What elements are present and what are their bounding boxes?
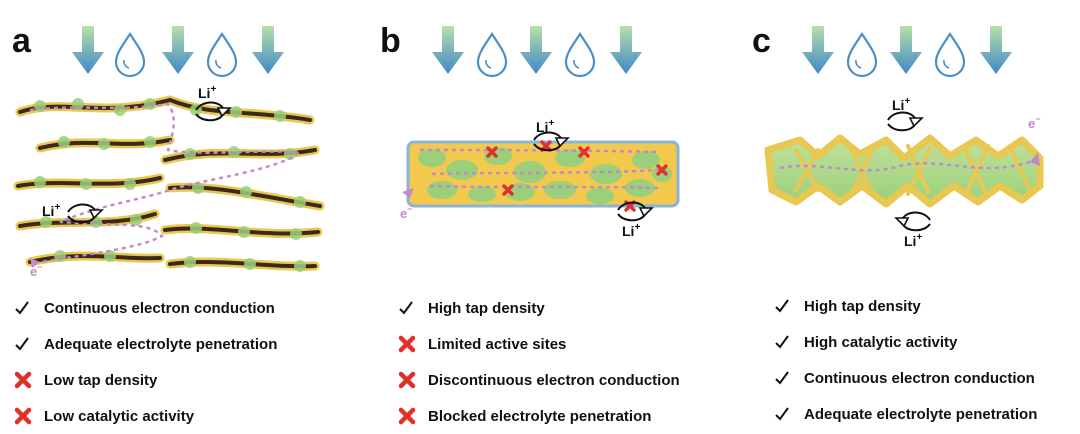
list-item-text: Low catalytic activity xyxy=(44,407,195,425)
arrow-icon xyxy=(890,26,922,74)
catalyst-clusters xyxy=(418,147,672,204)
list-item-text: High tap density xyxy=(428,299,545,317)
electron-arrow-head xyxy=(1030,152,1040,166)
catalyst-particles xyxy=(34,98,306,272)
arrow-icon xyxy=(802,26,834,74)
check-icon xyxy=(774,298,804,314)
check-icon xyxy=(774,334,804,350)
panel-c-diagram: e− Li+ Li+ xyxy=(764,26,1044,249)
arrow-icon xyxy=(432,26,464,74)
li-ion-lower: Li+ xyxy=(42,202,103,224)
electron-arrow-head xyxy=(402,188,414,198)
arrow-icon xyxy=(520,26,552,74)
water-drop-icon xyxy=(476,32,508,78)
li-ion-lower: Li+ xyxy=(617,201,653,239)
top-icon-row xyxy=(72,26,284,78)
check-icon xyxy=(774,406,804,422)
graphene-sheets xyxy=(13,95,325,271)
water-drop-icon xyxy=(934,32,966,78)
panel-c-list: High tap density High catalytic activity… xyxy=(774,288,1037,432)
list-item: Adequate electrolyte penetration xyxy=(14,326,277,362)
list-item-text: Continuous electron conduction xyxy=(44,299,275,317)
cross-icon xyxy=(398,407,428,425)
electron-label: e− xyxy=(400,204,413,221)
arrow-icon xyxy=(610,26,642,74)
electron-path xyxy=(779,160,1031,172)
top-icon-row xyxy=(432,26,642,78)
li-ion-upper: Li+ xyxy=(195,84,231,122)
list-item: Discontinuous electron conduction xyxy=(398,362,680,398)
li-ion-upper: Li+ xyxy=(533,118,569,152)
list-item-text: Blocked electrolyte penetration xyxy=(428,407,652,425)
panel-a-list: Continuous electron conduction Adequate … xyxy=(14,290,277,434)
svg-text:Li+: Li+ xyxy=(198,84,216,101)
arrow-icon xyxy=(980,26,1012,74)
check-icon xyxy=(14,300,44,316)
check-icon xyxy=(14,336,44,352)
svg-text:Li+: Li+ xyxy=(42,202,60,219)
list-item: Continuous electron conduction xyxy=(774,360,1037,396)
li-ion-lower: Li+ xyxy=(895,211,931,249)
list-item: High catalytic activity xyxy=(774,324,1037,360)
arrow-icon xyxy=(72,26,104,74)
list-item-text: Limited active sites xyxy=(428,335,567,353)
list-item-text: High tap density xyxy=(804,297,921,315)
list-item: Low catalytic activity xyxy=(14,398,277,434)
cross-icon xyxy=(14,371,44,389)
check-icon xyxy=(774,370,804,386)
svg-text:Li+: Li+ xyxy=(904,232,922,249)
list-item-text: Adequate electrolyte penetration xyxy=(44,335,278,353)
svg-text:Li+: Li+ xyxy=(892,96,910,113)
porous-network xyxy=(764,134,1044,208)
check-icon xyxy=(398,300,428,316)
water-drop-icon xyxy=(114,32,146,78)
electron-arrow-head xyxy=(30,258,40,268)
li-ion-upper: Li+ xyxy=(887,96,923,132)
list-item-text: Low tap density xyxy=(44,371,158,389)
list-item: Continuous electron conduction xyxy=(14,290,277,326)
water-drop-icon xyxy=(206,32,238,78)
list-item-text: Adequate electrolyte penetration xyxy=(804,405,1038,423)
water-drop-icon xyxy=(564,32,596,78)
electron-label: e− xyxy=(30,262,43,279)
electron-path xyxy=(29,102,304,264)
list-item: High tap density xyxy=(774,288,1037,324)
list-item-text: Discontinuous electron conduction xyxy=(428,371,680,389)
panel-b-letter: b xyxy=(380,22,401,60)
arrow-icon xyxy=(252,26,284,74)
panel-c-letter: c xyxy=(752,22,771,60)
list-item: Blocked electrolyte penetration xyxy=(398,398,680,434)
cross-icon xyxy=(398,335,428,353)
svg-text:Li+: Li+ xyxy=(622,222,640,239)
panel-a-diagram: e− Li+ Li+ xyxy=(13,26,325,279)
list-item-text: High catalytic activity xyxy=(804,333,958,351)
svg-text:Li+: Li+ xyxy=(536,118,554,135)
list-item-text: Continuous electron conduction xyxy=(804,369,1035,387)
panel-b-diagram: e− Li+ Li+ xyxy=(400,26,680,239)
list-item: High tap density xyxy=(398,290,680,326)
arrow-icon xyxy=(162,26,194,74)
list-item: Adequate electrolyte penetration xyxy=(774,396,1037,432)
list-item: Low tap density xyxy=(14,362,277,398)
panel-a-letter: a xyxy=(12,22,31,60)
top-icon-row xyxy=(802,26,1012,78)
panel-b-list: High tap density Limited active sites Di… xyxy=(398,290,680,434)
electron-path xyxy=(419,148,663,190)
cross-icon xyxy=(14,407,44,425)
cross-icon xyxy=(398,371,428,389)
list-item: Limited active sites xyxy=(398,326,680,362)
water-drop-icon xyxy=(846,32,878,78)
electron-label: e− xyxy=(1028,114,1041,131)
